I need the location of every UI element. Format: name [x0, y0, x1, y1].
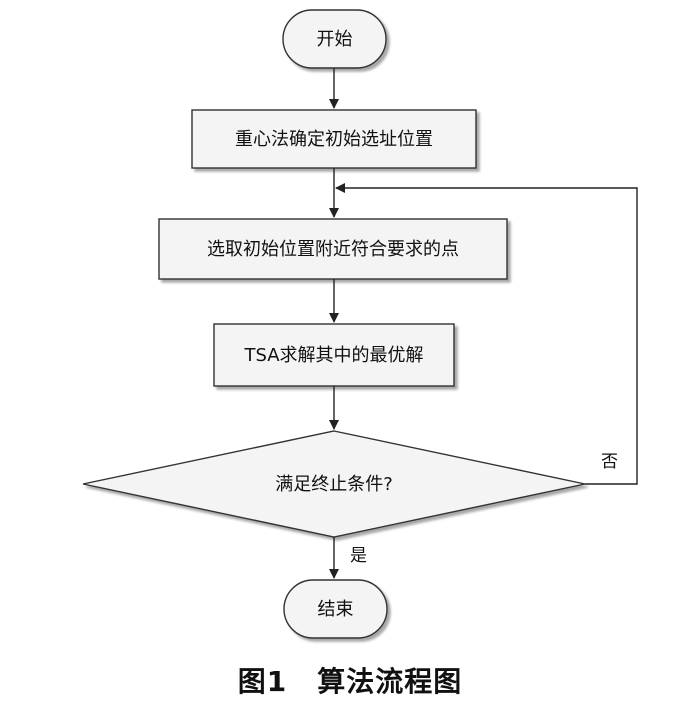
decision-label: 满足终止条件? — [275, 474, 393, 495]
no-label: 否 — [601, 452, 618, 472]
process-step-2: 选取初始位置附近符合要求的点 — [158, 218, 508, 280]
decision-node: 满足终止条件? — [82, 430, 586, 538]
step-3-label: TSA求解其中的最优解 — [243, 345, 423, 366]
process-step-1: 重心法确定初始选址位置 — [191, 109, 477, 169]
step-2-label: 选取初始位置附近符合要求的点 — [207, 239, 459, 260]
end-node: 结束 — [283, 579, 388, 639]
figure-title: 算法流程图 — [317, 665, 463, 698]
yes-label: 是 — [350, 546, 367, 566]
start-node: 开始 — [282, 9, 387, 69]
end-label: 结束 — [318, 599, 354, 620]
figure-caption: 图1 算法流程图 — [0, 660, 700, 700]
step-1-label: 重心法确定初始选址位置 — [235, 129, 433, 150]
edge-decision-no-loop — [335, 183, 638, 485]
figure-number: 图1 — [237, 665, 288, 698]
start-label: 开始 — [317, 29, 353, 50]
process-step-3: TSA求解其中的最优解 — [213, 323, 455, 387]
flowchart: 开始 重心法确定初始选址位置 选取初始位置附近符合要求的点 TSA求解其中的最优… — [82, 9, 638, 639]
